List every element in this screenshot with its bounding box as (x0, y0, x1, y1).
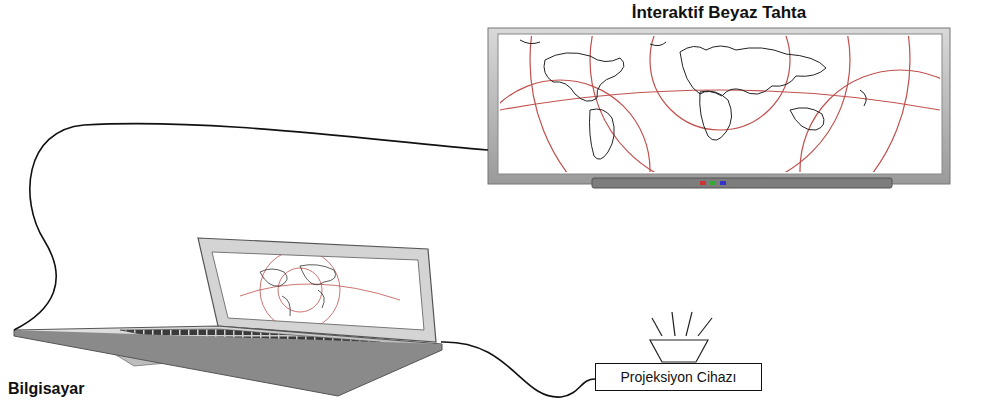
projector-box: Projeksiyon Cihazı (595, 363, 762, 391)
box-label: Projeksiyon Cihazı (621, 369, 737, 386)
cable (441, 342, 595, 397)
cable (14, 124, 488, 330)
computer-node: Bilgisayar (8, 232, 445, 398)
whiteboard-drawing (470, 0, 998, 270)
whiteboard-node: İnteraktif Beyaz Tahta (488, 3, 950, 189)
device-label: İnteraktif Beyaz Tahta (632, 3, 806, 23)
projector-lamp (650, 312, 712, 362)
laptop-drawing (14, 238, 442, 396)
device-label: Bilgisayar (8, 379, 84, 398)
